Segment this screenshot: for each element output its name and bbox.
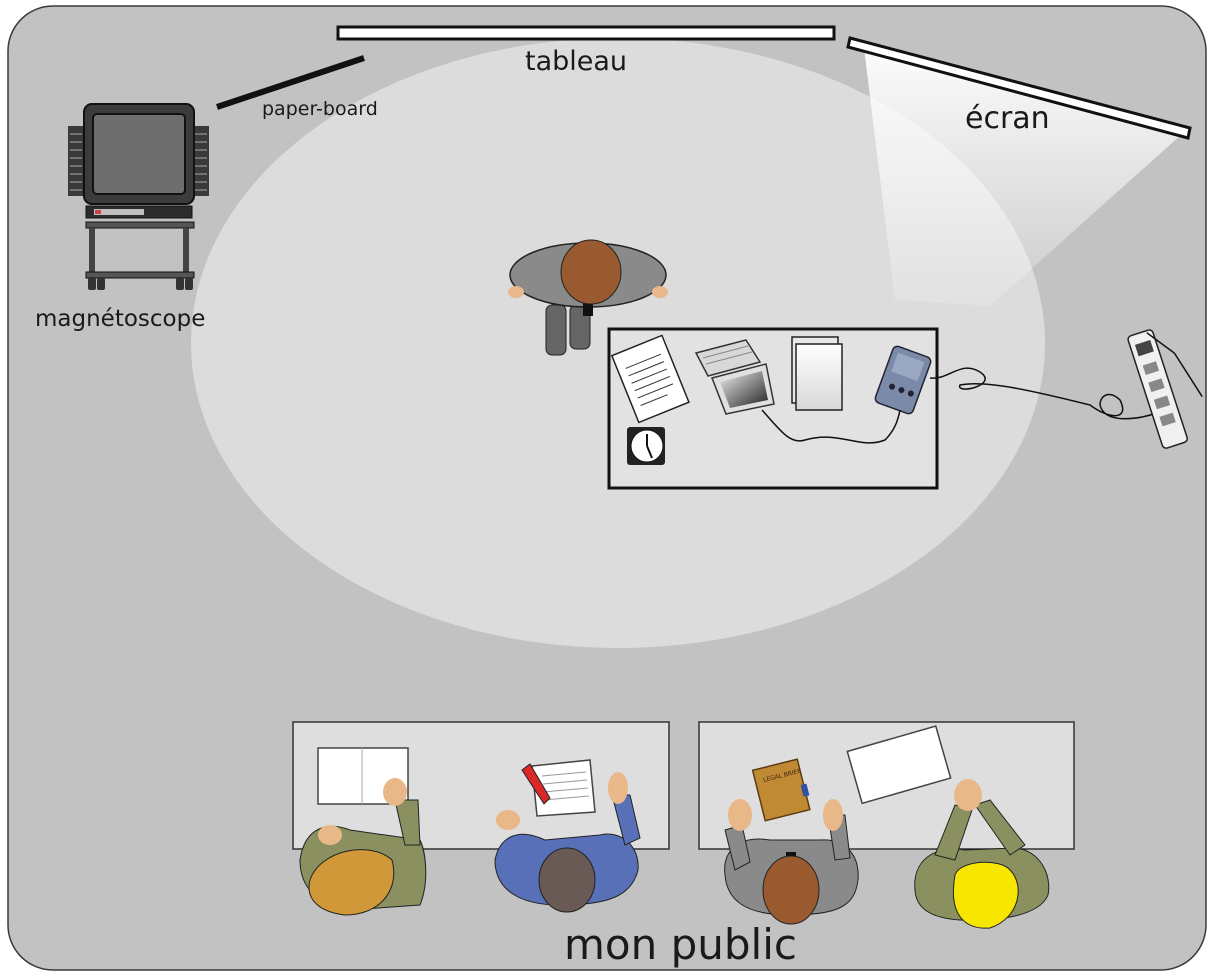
- power-cable: [929, 367, 1166, 420]
- magnetoscope-tv-cart: [68, 103, 209, 290]
- audience-person-2: [494, 772, 641, 913]
- desk-cable: [761, 409, 901, 444]
- notes-and-pencil: [521, 759, 596, 817]
- audience-person-1: [299, 778, 427, 916]
- projector-device-icon: [874, 345, 932, 415]
- label-magnetoscope: magnétoscope: [35, 306, 206, 332]
- cart-leg-left: [89, 228, 95, 274]
- cart-shelf: [85, 221, 195, 229]
- ecran-screen: [846, 36, 1192, 140]
- tv-side-vent-right: [193, 126, 209, 196]
- audience-person-3: [724, 799, 859, 925]
- label-tableau: tableau: [525, 46, 628, 77]
- cart-bottom-shelf: [85, 271, 195, 279]
- clock-icon: [627, 427, 665, 465]
- tv-screen: [92, 113, 186, 195]
- label-ecran: écran: [965, 101, 1050, 136]
- audience-person-4: [914, 779, 1050, 929]
- power-strip-icon: [1127, 329, 1203, 449]
- legal-brief-book: LEGAL BRIEF: [751, 758, 811, 822]
- presenter-head: [560, 239, 622, 305]
- paper-board-easel: [216, 55, 365, 110]
- paper-tray-icon: [791, 336, 843, 411]
- tableau-board: [336, 25, 836, 41]
- label-paper-board: paper-board: [262, 98, 378, 120]
- open-book-right: [846, 725, 952, 805]
- cart-leg-right: [183, 228, 189, 274]
- laptop-icon: [694, 339, 775, 415]
- label-mon-public: mon public: [564, 920, 797, 969]
- tv-side-vent-left: [68, 126, 84, 196]
- presenter-figure: [508, 239, 668, 356]
- desk-document-icon: [610, 334, 690, 424]
